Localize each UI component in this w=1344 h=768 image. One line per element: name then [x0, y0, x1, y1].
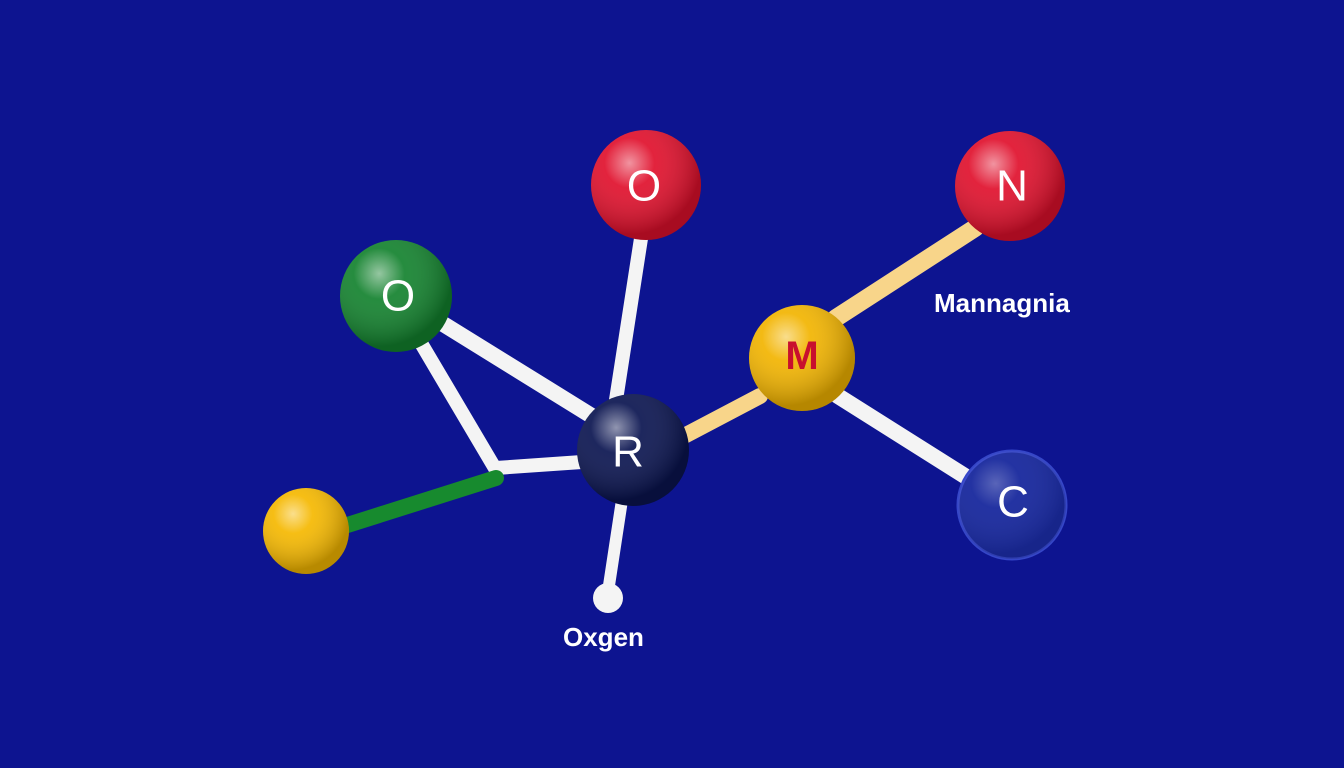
atom-shine: [591, 130, 701, 240]
atom-letter: O: [381, 272, 415, 321]
bonds: [330, 219, 984, 598]
atom-letter: M: [785, 334, 818, 378]
atom-m-yellow: M: [749, 305, 855, 411]
atom-yellow-unlabeled: [263, 488, 349, 574]
atom-shine: [577, 394, 689, 506]
atom-o-green: O: [340, 240, 452, 352]
bond-m-to-c: [830, 388, 976, 486]
bond-joint-to-r: [489, 455, 589, 475]
atom-n-red: N: [955, 131, 1065, 241]
atom-shine: [340, 240, 452, 352]
bond-green-o-to-joint: [411, 331, 503, 477]
atom-shine: [263, 488, 349, 574]
oxygen-stub-point: [593, 583, 623, 613]
bond-r-to-m: [676, 388, 768, 444]
atom-letter: C: [997, 478, 1029, 527]
bond-r-to-stub: [602, 494, 628, 598]
atom-shine: [955, 131, 1065, 241]
bond-r-to-red-o: [609, 225, 649, 407]
atom-o-red: O: [591, 130, 701, 240]
label-mannagnia: Mannagnia: [934, 288, 1070, 318]
atom-r-navy: R: [577, 394, 689, 506]
atom-letter: N: [996, 162, 1028, 211]
bond-m-to-n: [827, 219, 984, 327]
atom-c-blue: C: [956, 449, 1068, 561]
bond-yellow-to-joint: [330, 470, 504, 536]
atom-shine: [958, 451, 1066, 559]
bond-green-o-to-r: [432, 314, 603, 426]
atom-letter: R: [612, 428, 644, 477]
atom-letter: O: [627, 162, 661, 211]
atom-shine: [749, 305, 855, 411]
label-oxygen: Oxgen: [563, 622, 644, 652]
